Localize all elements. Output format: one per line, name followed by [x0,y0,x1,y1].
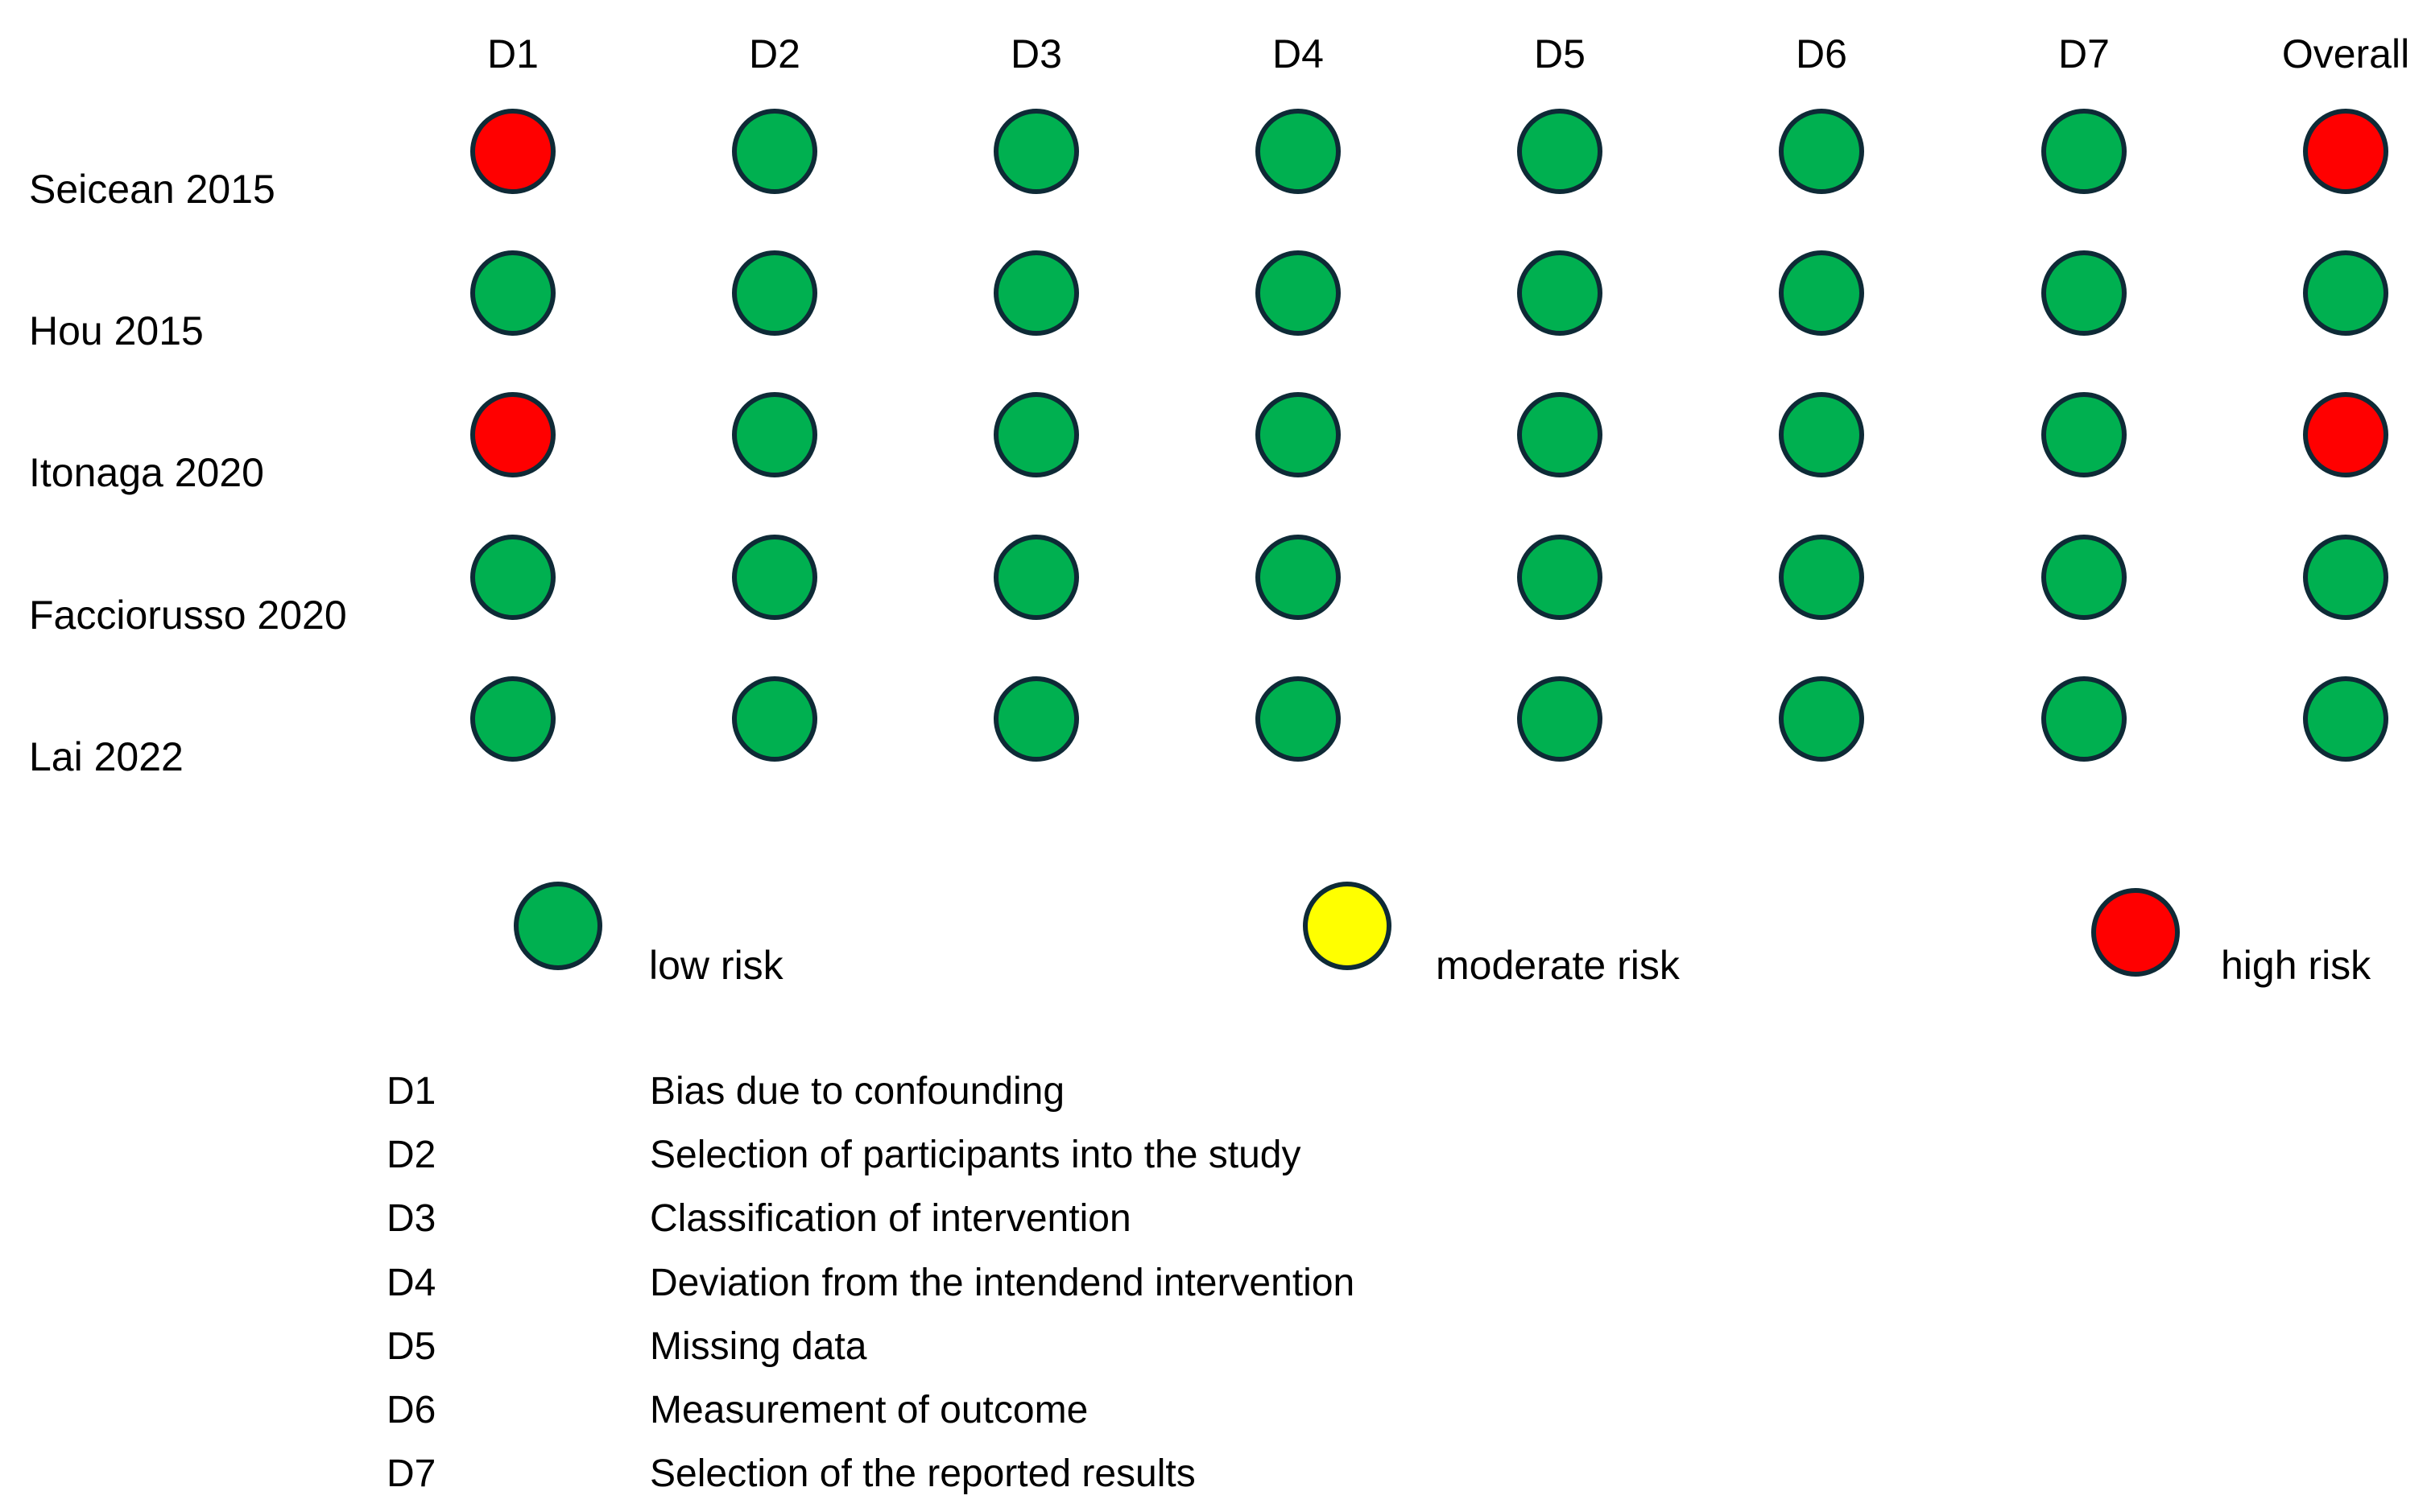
rating-dot-low [470,535,556,620]
legend-dot-high [2091,888,2180,977]
rating-dot-low [1255,535,1341,620]
definition-text: Bias due to confounding [650,1070,1065,1113]
rating-dot-high [2303,392,2388,477]
legend-dot-moderate [1303,882,1391,970]
rating-dot-low [470,250,556,336]
legend-label-high: high risk [2221,943,2371,988]
rating-dot-low [2303,676,2388,762]
legend-label-low: low risk [649,943,784,988]
definition-code: D1 [387,1070,436,1113]
rating-dot-low [2041,250,2127,336]
rating-dot-low [2041,535,2127,620]
definition-code: D5 [387,1325,436,1368]
rating-dot-low [1255,109,1341,194]
legend-dot-low [514,882,602,970]
rating-dot-low [1779,109,1864,194]
rating-dot-low [470,676,556,762]
definition-text: Missing data [650,1325,867,1368]
column-header-d6: D6 [1796,31,1847,76]
rating-dot-low [994,250,1079,336]
rating-dot-low [2041,392,2127,477]
rating-dot-low [1517,535,1602,620]
rating-dot-low [732,392,817,477]
column-header-d4: D4 [1272,31,1324,76]
definition-text: Classification of intervention [650,1197,1131,1240]
definition-text: Selection of the reported results [650,1452,1196,1495]
definition-code: D2 [387,1134,436,1176]
rating-dot-low [1779,535,1864,620]
rating-dot-high [470,109,556,194]
column-header-d3: D3 [1011,31,1062,76]
column-header-d2: D2 [749,31,800,76]
definition-code: D3 [387,1197,436,1240]
rating-dot-low [1255,392,1341,477]
rating-dot-low [994,392,1079,477]
definition-code: D6 [387,1389,436,1431]
column-header-d7: D7 [2058,31,2110,76]
rating-dot-low [1517,676,1602,762]
rating-dot-low [732,676,817,762]
definition-code: D7 [387,1452,436,1495]
rating-dot-low [2041,109,2127,194]
rating-dot-low [1255,250,1341,336]
rating-dot-low [1517,250,1602,336]
study-label: Hou 2015 [29,308,204,353]
column-header-d1: D1 [487,31,539,76]
rating-dot-low [1517,109,1602,194]
rating-dot-high [470,392,556,477]
definition-text: Selection of participants into the study [650,1134,1301,1176]
rating-dot-low [994,109,1079,194]
rating-dot-low [1779,250,1864,336]
rating-dot-low [732,109,817,194]
column-header-d5: D5 [1534,31,1586,76]
rating-dot-low [1779,676,1864,762]
study-label: Lai 2022 [29,734,184,779]
rating-dot-low [994,535,1079,620]
study-label: Itonaga 2020 [29,450,264,495]
rating-dot-low [2041,676,2127,762]
study-label: Facciorusso 2020 [29,593,347,638]
column-header-overall: Overall [2281,31,2410,76]
rating-dot-low [732,535,817,620]
definition-text: Measurement of outcome [650,1389,1089,1431]
rating-dot-low [1517,392,1602,477]
definition-text: Deviation from the intendend interventio… [650,1262,1355,1304]
rating-dot-low [2303,250,2388,336]
rating-dot-low [2303,535,2388,620]
study-label: Seicean 2015 [29,167,275,212]
rating-dot-low [1255,676,1341,762]
rating-dot-low [994,676,1079,762]
definition-code: D4 [387,1262,436,1304]
rating-dot-high [2303,109,2388,194]
rating-dot-low [732,250,817,336]
rating-dot-low [1779,392,1864,477]
legend-label-moderate: moderate risk [1436,943,1680,988]
